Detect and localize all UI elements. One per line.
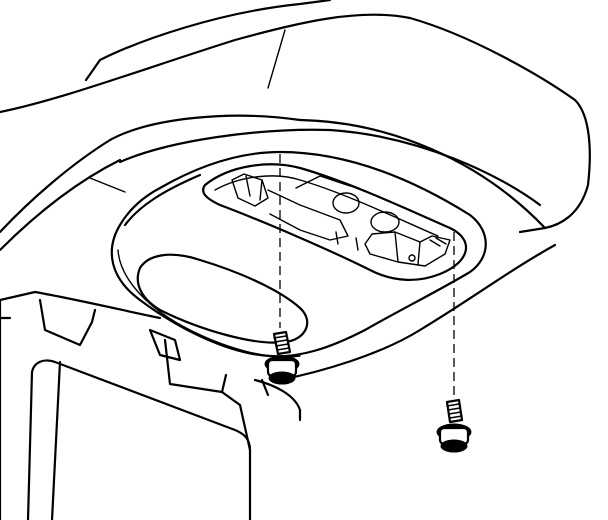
sun-visor: [0, 298, 302, 520]
rear-fastener-screw: [436, 398, 472, 453]
overhead-console-housing: [110, 150, 487, 358]
console-mounting-bracket: [202, 163, 468, 282]
fastener-leader-lines: [279, 154, 455, 398]
headliner-trim: [0, 0, 591, 397]
front-fastener-screw: [264, 330, 300, 385]
